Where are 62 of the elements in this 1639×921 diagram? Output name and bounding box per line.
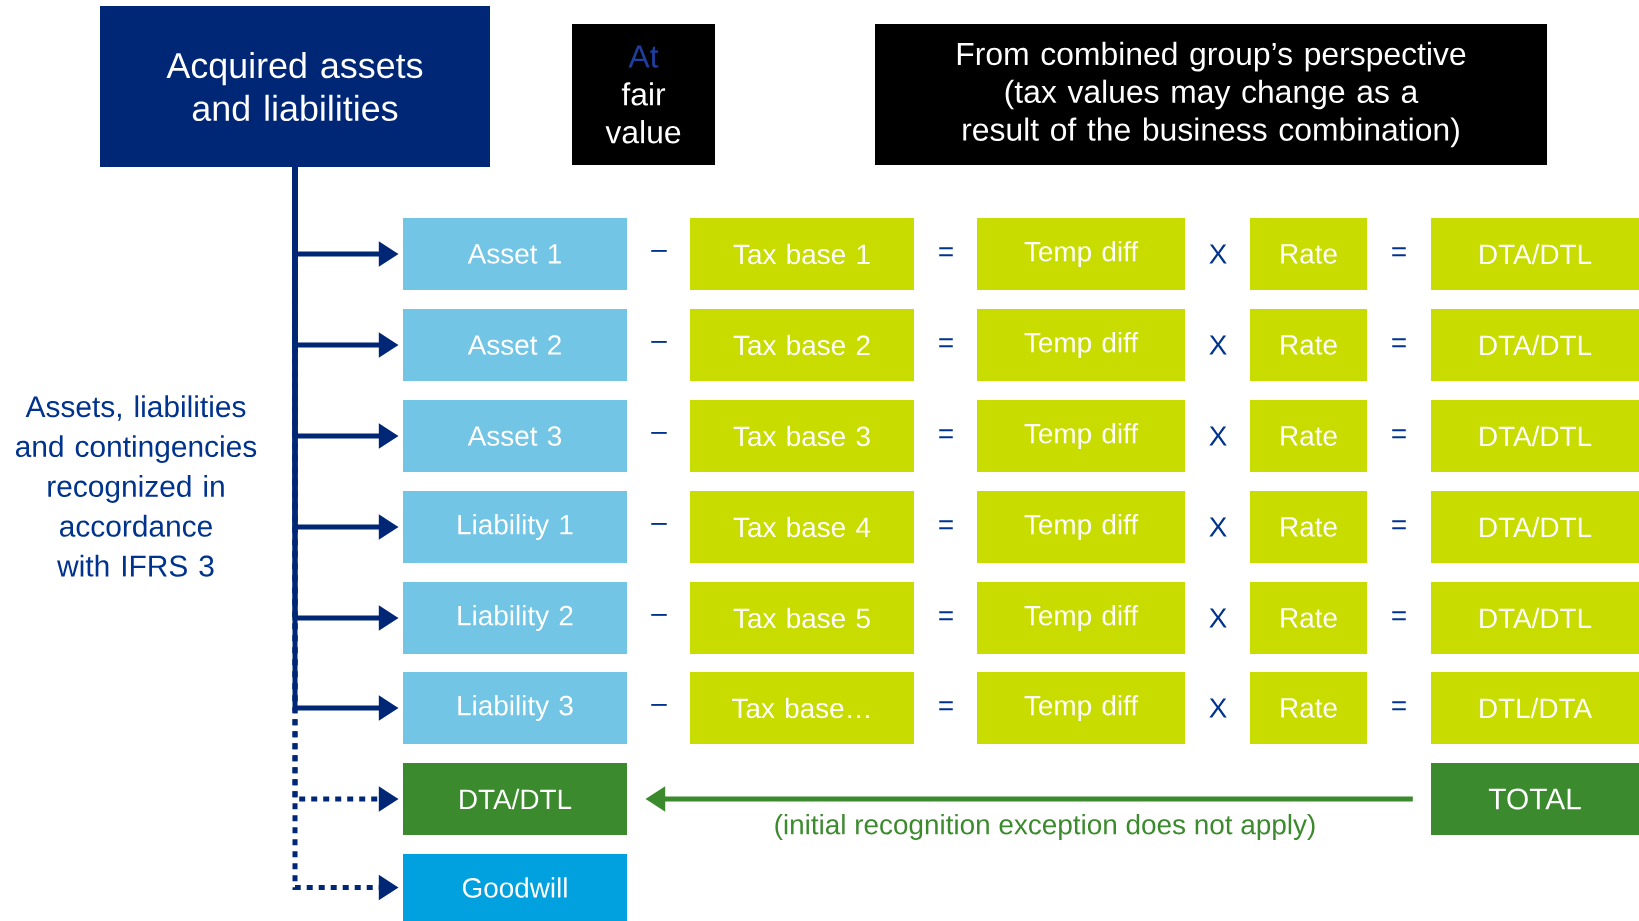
value-box: Liability 1: [403, 491, 627, 563]
value-box: Asset 3: [403, 400, 627, 472]
value-box: TOTAL: [1431, 763, 1639, 835]
operator-sign: –: [651, 523, 667, 525]
value-box: Temp diff: [977, 672, 1185, 744]
operator-sign: X: [1209, 698, 1227, 718]
operator-sign: =: [1392, 338, 1406, 348]
value-box: Tax base 5: [690, 582, 914, 654]
operator-sign: =: [939, 429, 953, 439]
value-box: DTA/DTL: [1431, 218, 1639, 290]
value-box: Asset 1: [403, 218, 627, 290]
operator-sign: –: [651, 704, 667, 706]
operator-sign: =: [1392, 701, 1406, 711]
value-box: DTA/DTL: [1431, 491, 1639, 563]
value-box: Goodwill: [403, 854, 627, 921]
value-box: Liability 3: [403, 672, 627, 744]
operator-sign: =: [939, 520, 953, 530]
value-box: Rate: [1250, 400, 1367, 472]
edge-label: (initial recognition exception does not apply): [771, 812, 1319, 842]
header-box: From combined group’s perspective (tax values may change as a result of the business combination): [875, 24, 1548, 165]
title-box: Acquired assets and liabilities: [100, 6, 490, 167]
value-box: Temp diff: [977, 582, 1185, 654]
value-box: Rate: [1250, 491, 1367, 563]
value-box: Temp diff: [977, 491, 1185, 563]
operator-sign: =: [1392, 247, 1406, 257]
side-note: Assets, liabilities and contingencies recognized in accordance with IFRS 3: [15, 395, 257, 577]
value-box: Temp diff: [977, 218, 1185, 290]
operator-sign: X: [1209, 426, 1227, 446]
operator-sign: =: [939, 247, 953, 257]
header-box: At fair value: [572, 24, 715, 165]
value-box: Asset 2: [403, 309, 627, 381]
operator-sign: X: [1209, 244, 1227, 264]
value-box: Liability 2: [403, 582, 627, 654]
operator-sign: =: [1392, 520, 1406, 530]
value-box: Tax base 1: [690, 218, 914, 290]
operator-sign: X: [1209, 517, 1227, 537]
value-box: Rate: [1250, 672, 1367, 744]
operator-sign: =: [939, 611, 953, 621]
operator-sign: –: [651, 614, 667, 616]
operator-sign: =: [1392, 429, 1406, 439]
operator-sign: –: [651, 341, 667, 343]
operator-sign: =: [939, 338, 953, 348]
value-box: DTL/DTA: [1431, 672, 1639, 744]
operator-sign: =: [1392, 611, 1406, 621]
operator-sign: –: [651, 250, 667, 252]
value-box: DTA/DTL: [1431, 309, 1639, 381]
value-box: Tax base…: [690, 672, 914, 744]
value-box: Tax base 2: [690, 309, 914, 381]
value-box: Rate: [1250, 309, 1367, 381]
value-box: Temp diff: [977, 309, 1185, 381]
value-box: Rate: [1250, 582, 1367, 654]
value-box: Rate: [1250, 218, 1367, 290]
value-box: Temp diff: [977, 400, 1185, 472]
value-box: DTA/DTL: [1431, 582, 1639, 654]
value-box: DTA/DTL: [1431, 400, 1639, 472]
value-box: Tax base 4: [690, 491, 914, 563]
operator-sign: =: [939, 701, 953, 711]
value-box: Tax base 3: [690, 400, 914, 472]
operator-sign: X: [1209, 608, 1227, 628]
operator-sign: X: [1209, 335, 1227, 355]
operator-sign: –: [651, 432, 667, 434]
value-box: DTA/DTL: [403, 763, 627, 835]
